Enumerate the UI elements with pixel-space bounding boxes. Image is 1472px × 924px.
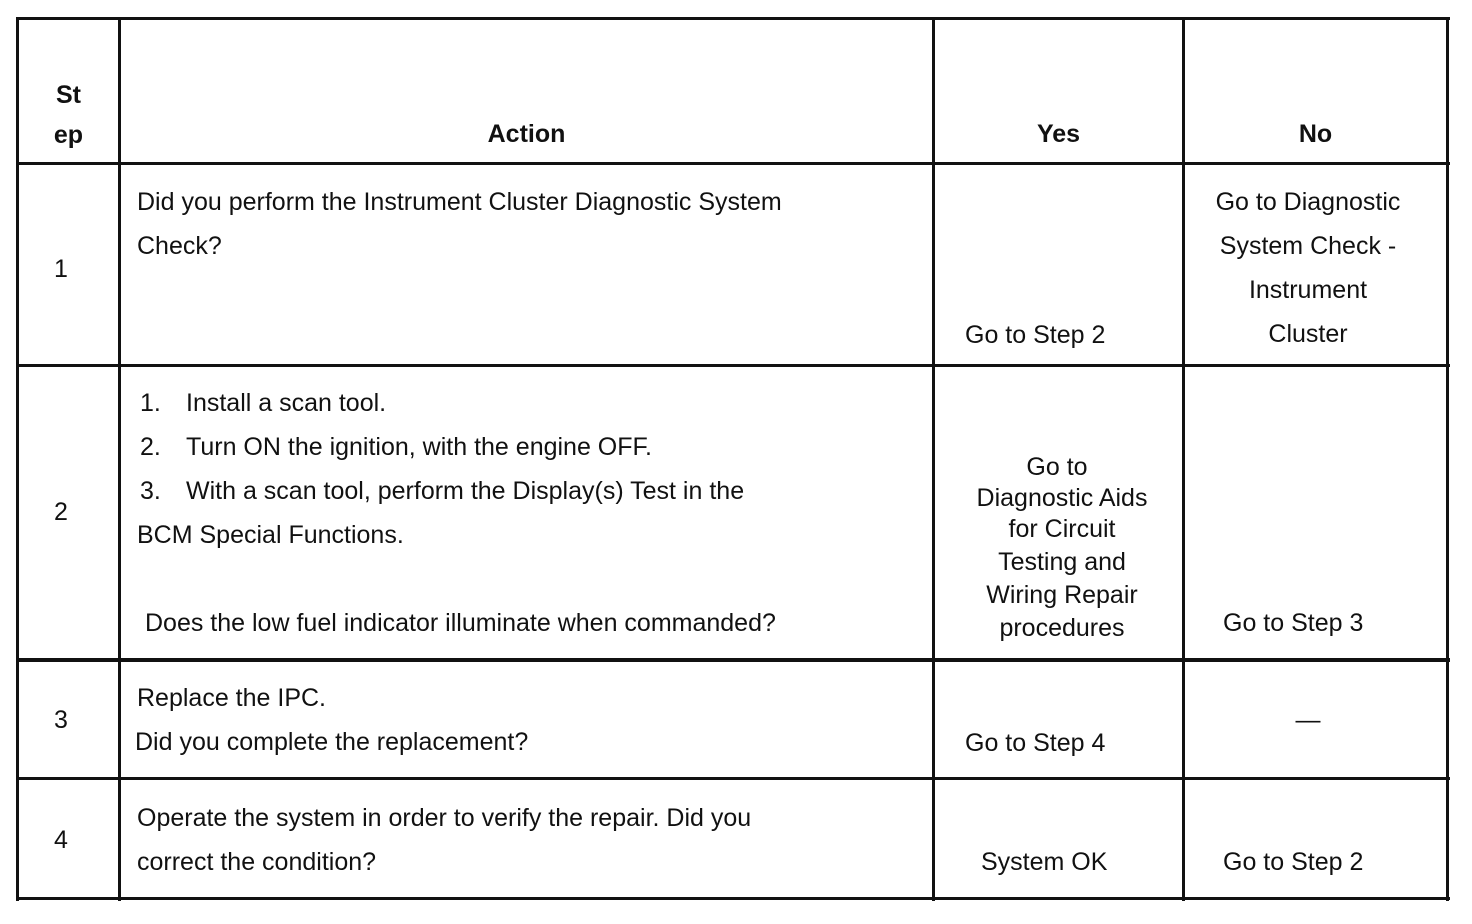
row2-list-text-3: With a scan tool, perform the Display(s)…: [186, 477, 745, 505]
header-step-line2: ep: [53, 121, 84, 149]
row2-yes-line2: Diagnostic Aids: [976, 484, 1148, 512]
row3-yes: Go to Step 4: [965, 729, 1106, 757]
column-divider-right: [1446, 17, 1449, 901]
row4-action: Operate the system in order to verify th…: [137, 796, 927, 884]
row2-list-item-1: 1. Install a scan tool.: [137, 381, 927, 425]
column-divider-left: [16, 17, 19, 901]
row3-step: 3: [54, 706, 68, 734]
row-divider-1: [16, 364, 1450, 367]
row2-yes-line4: Testing and: [998, 548, 1126, 576]
row-divider-3: [16, 777, 1450, 780]
row1-yes: Go to Step 2: [965, 321, 1106, 349]
header-divider: [16, 162, 1450, 165]
row2-list-number-1: 1.: [140, 389, 161, 417]
table-border-top: [16, 17, 1450, 20]
row4-action-line1: Operate the system in order to verify th…: [137, 804, 752, 832]
row2-list-item-3: 3. With a scan tool, perform the Display(…: [137, 469, 927, 513]
row2-list-item-2: 2. Turn ON the ignition, with the engine …: [137, 425, 927, 469]
header-action: Action: [487, 120, 566, 148]
row2-list-text-2: Turn ON the ignition, with the engine OF…: [186, 433, 652, 461]
row1-no-line3: Instrument: [1248, 276, 1368, 304]
column-divider-yes: [1182, 17, 1185, 901]
row1-no: Go to Diagnostic System Check - Instrume…: [1185, 180, 1431, 356]
row-divider-2: [16, 658, 1450, 662]
row1-action-line2: Check?: [137, 232, 222, 260]
row2-question: Does the low fuel indicator illuminate w…: [145, 609, 776, 637]
row3-no: —: [1295, 706, 1321, 734]
header-step-line1: St: [56, 81, 81, 109]
row2-list-number-2: 2.: [140, 433, 161, 461]
row2-list-number-3: 3.: [140, 477, 161, 505]
row1-action: Did you perform the Instrument Cluster D…: [137, 180, 927, 268]
row3-action-line2: Did you complete the replacement?: [135, 728, 529, 756]
row1-no-line4: Cluster: [1268, 320, 1348, 348]
table-border-bottom: [16, 897, 1450, 900]
row2-action: 1. Install a scan tool. 2. Turn ON the ign…: [137, 381, 927, 557]
row1-step: 1: [54, 255, 68, 283]
row2-yes-line6: procedures: [999, 614, 1125, 642]
row1-no-line1: Go to Diagnostic: [1215, 188, 1401, 216]
row3-action-line1: Replace the IPC.: [137, 684, 326, 712]
row2-yes-line5: Wiring Repair: [986, 581, 1138, 609]
row2-no: Go to Step 3: [1223, 609, 1364, 637]
column-divider-step: [118, 17, 121, 901]
row4-yes: System OK: [981, 848, 1108, 876]
column-divider-action: [932, 17, 935, 901]
row4-no: Go to Step 2: [1223, 848, 1364, 876]
row2-yes-line3: for Circuit: [1008, 515, 1116, 543]
header-no: No: [1298, 120, 1333, 148]
row1-action-line1: Did you perform the Instrument Cluster D…: [137, 188, 782, 216]
row2-list-text-1: Install a scan tool.: [186, 389, 387, 417]
row4-action-line2: correct the condition?: [137, 848, 377, 876]
header-step: St ep: [19, 75, 118, 155]
row1-no-line2: System Check -: [1219, 232, 1397, 260]
row2-yes: Go to Diagnostic Aids for Circuit Testin…: [942, 451, 1192, 645]
row2-list-continuation: BCM Special Functions.: [137, 521, 404, 549]
header-yes: Yes: [1036, 120, 1081, 148]
row2-yes-line1: Go to: [1026, 453, 1088, 481]
row2-step: 2: [54, 498, 68, 526]
row3-action: Replace the IPC. Did you complete the re…: [135, 676, 925, 764]
row4-step: 4: [54, 826, 68, 854]
